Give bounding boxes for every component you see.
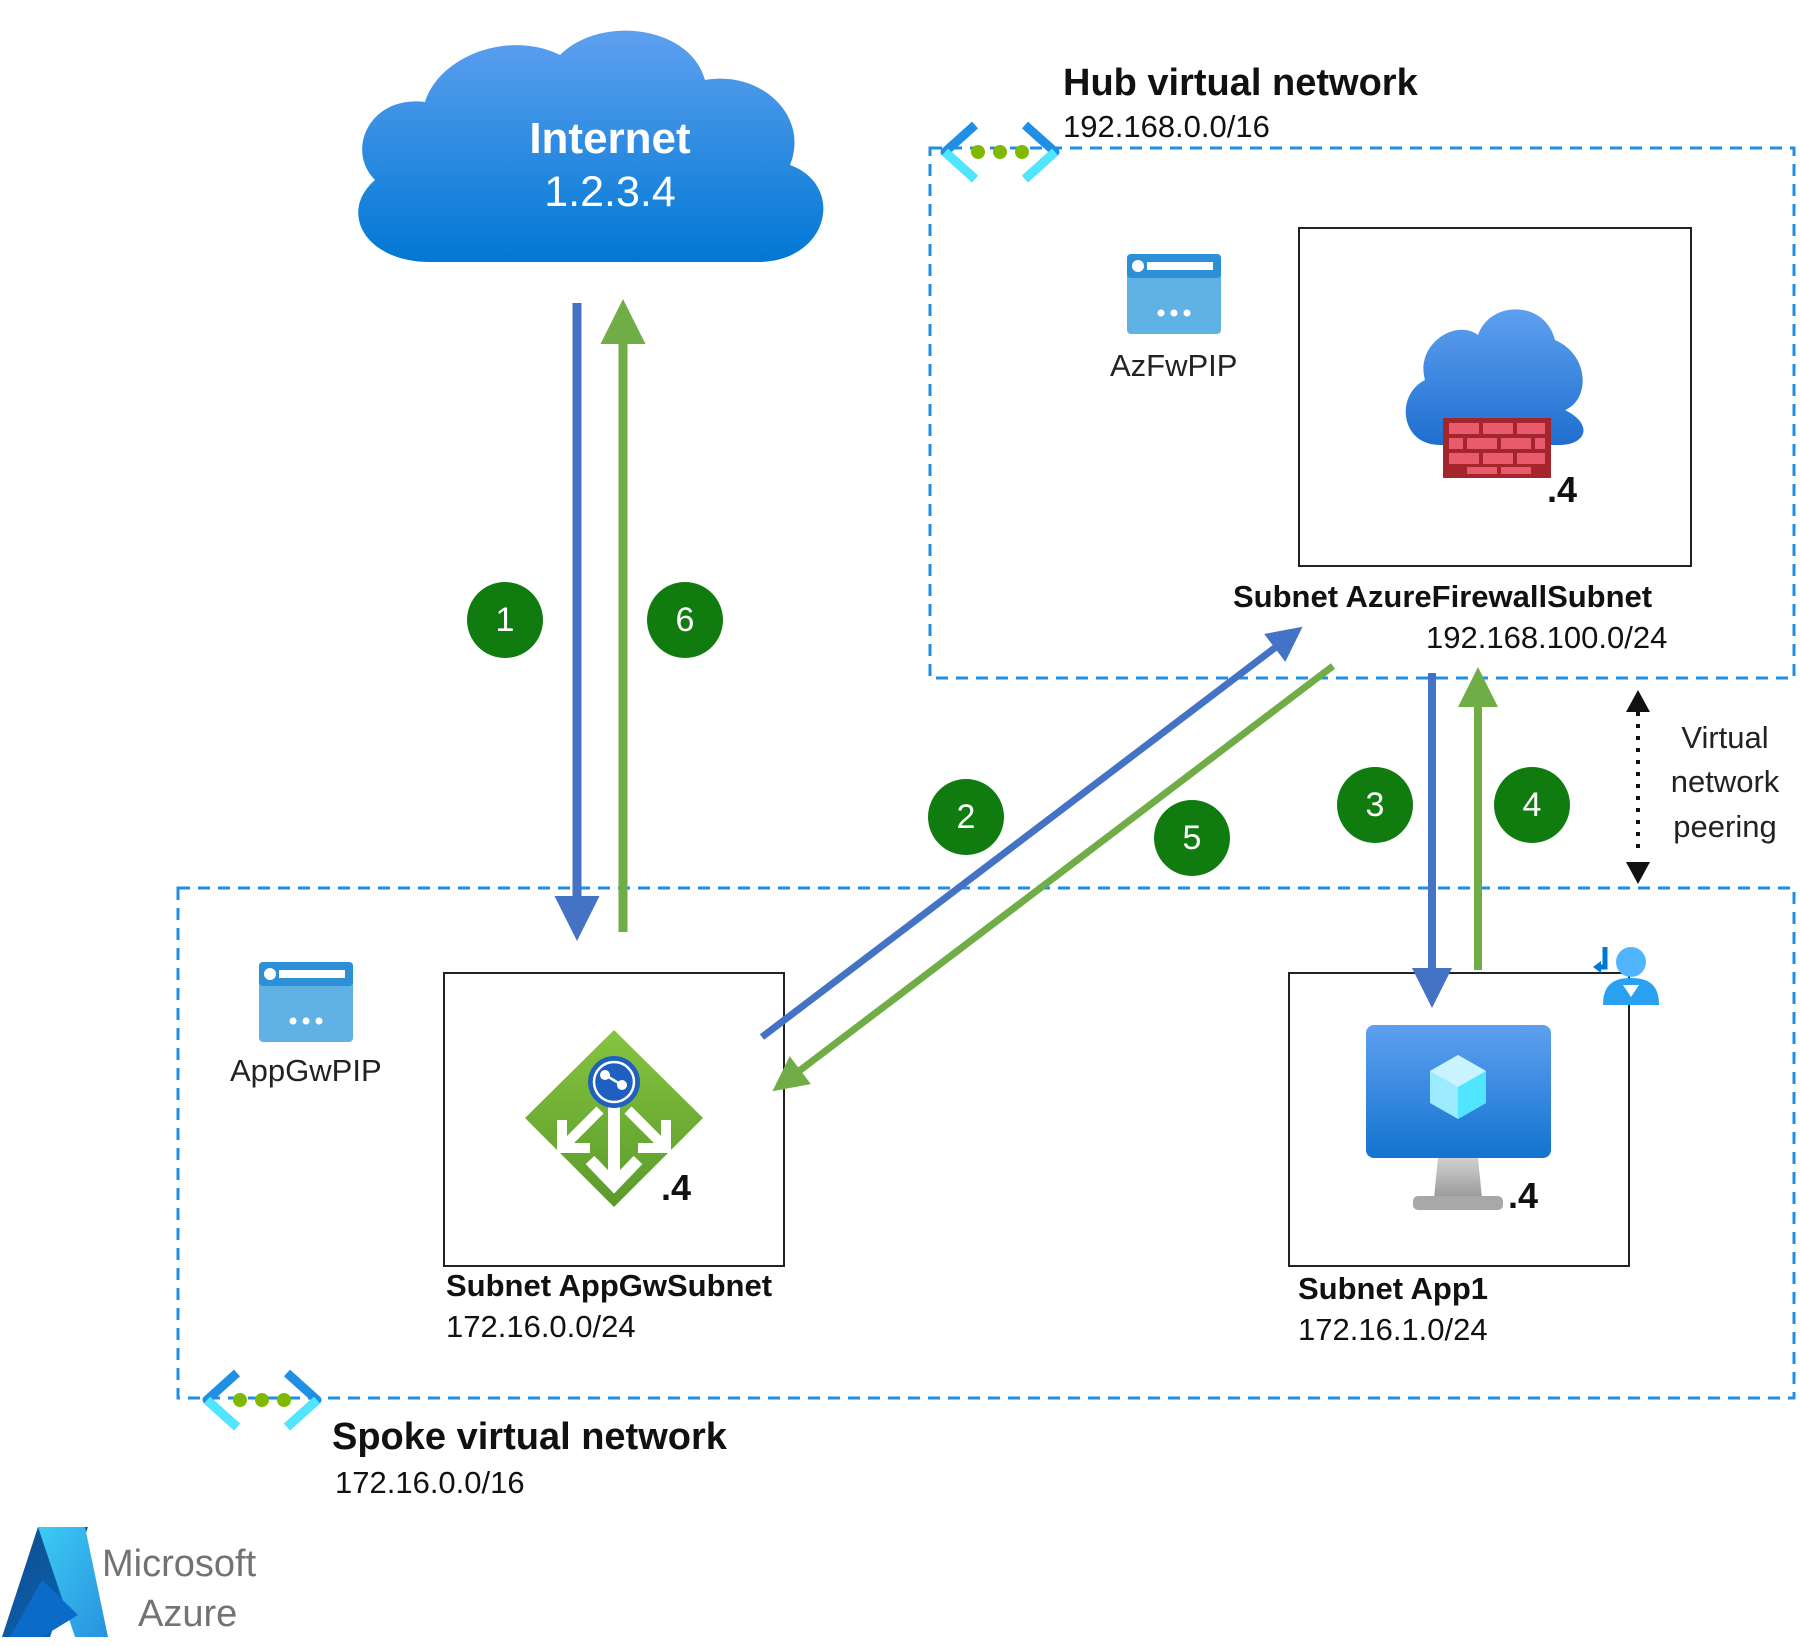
appgw-subnet-cidr: 172.16.0.0/24 [446,1309,636,1344]
app1-subnet-name: Subnet App1 [1298,1271,1489,1306]
internet-cloud-icon [358,30,824,262]
app1-host-label: .4 [1508,1175,1539,1216]
peering-label-line2: network [1670,764,1780,800]
firewall-host-label: .4 [1547,469,1578,510]
peering-arrow [1626,690,1650,884]
peering-label-line3: peering [1673,808,1777,844]
step-badge-3: 3 [1337,767,1413,843]
appgw-subnet-name: Subnet AppGwSubnet [446,1268,773,1303]
application-gateway-icon [525,1030,703,1207]
spoke-vnet-cidr: 172.16.0.0/16 [335,1465,525,1500]
step-badge-5: 5 [1154,800,1230,876]
spoke-vnet-title: Spoke virtual network [332,1416,727,1458]
flow-arrow-5 [772,663,1336,1092]
step-badge-6: 6 [647,582,723,658]
appgw-host-label: .4 [661,1167,692,1208]
public-ip-icon [1127,254,1221,334]
brand-microsoft: Microsoft [102,1543,257,1585]
step-badge-4: 4 [1494,767,1570,843]
hub-vnet-title: Hub virtual network [1063,62,1418,104]
public-ip-icon [259,962,353,1042]
virtual-machine-icon [1366,1025,1551,1210]
brand-azure: Azure [138,1593,238,1635]
app1-subnet-cidr: 172.16.1.0/24 [1298,1312,1488,1347]
appgw-pip-label: AppGwPIP [230,1053,382,1088]
hub-vnet-boundary [928,146,1796,680]
firewall-icon [1405,309,1584,478]
peering-label-line1: Virtual [1681,720,1769,755]
user-icon [1593,947,1659,1005]
spoke-vnet-boundary [176,886,1796,1400]
firewall-subnet-cidr: 192.168.100.0/24 [1426,620,1668,655]
internet-ip: 1.2.3.4 [544,168,676,216]
azfw-pip-label: AzFwPIP [1110,348,1238,383]
hub-vnet-cidr: 192.168.0.0/16 [1063,109,1270,144]
step-badge-1: 1 [467,582,543,658]
firewall-subnet-name: Subnet AzureFirewallSubnet [1233,579,1653,614]
peering-label: Virtual network peering [1650,718,1800,847]
internet-title: Internet [529,114,691,163]
hub-vnet-icon [940,121,1060,183]
spoke-vnet-icon [202,1369,322,1431]
flow-arrow-2 [759,626,1303,1040]
step-badge-2: 2 [928,779,1004,855]
azure-logo [2,1527,108,1637]
